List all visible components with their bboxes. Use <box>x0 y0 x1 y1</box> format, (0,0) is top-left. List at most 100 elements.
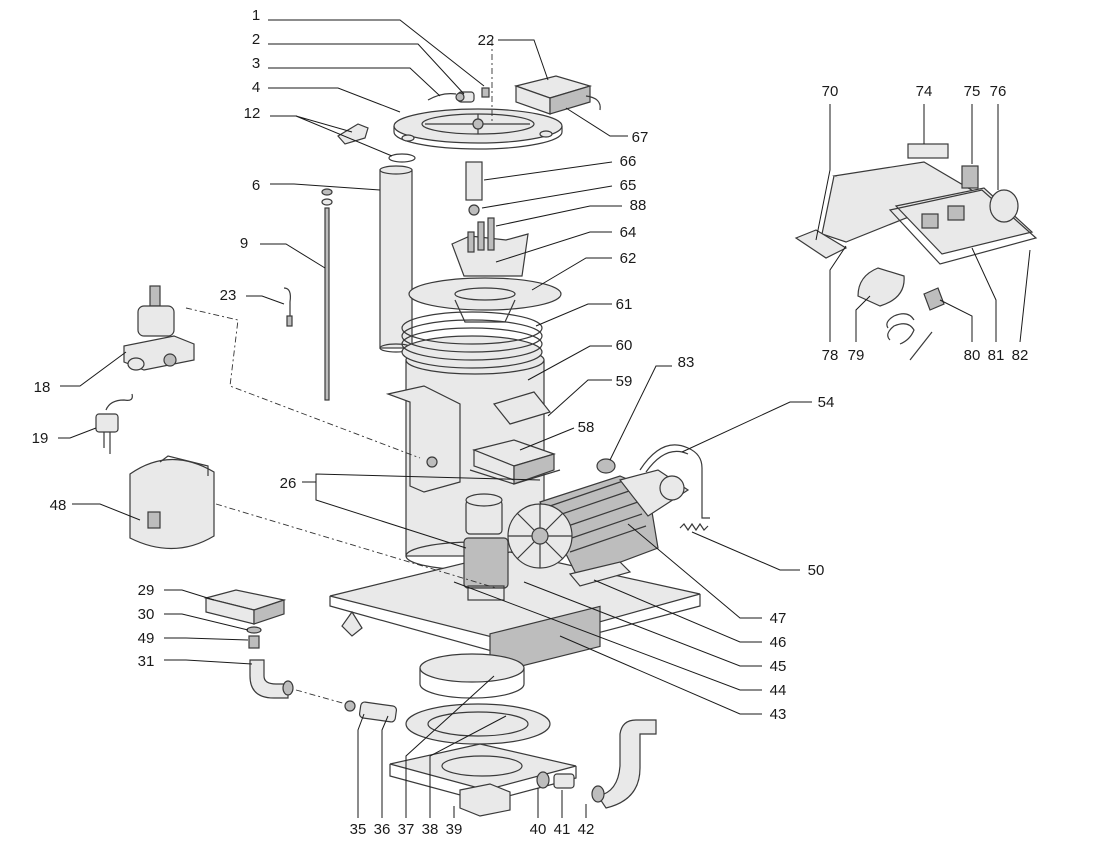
callout-37: 37 <box>398 821 415 838</box>
bracket <box>337 123 369 145</box>
callout-35: 35 <box>350 821 367 838</box>
callout-9: 9 <box>240 235 248 252</box>
flap-plate <box>492 391 552 425</box>
callout-75: 75 <box>964 83 981 100</box>
base-housing <box>389 743 577 817</box>
callout-26: 26 <box>280 475 297 492</box>
callout-39: 39 <box>446 821 463 838</box>
callout-labels: 1 2 3 4 12 6 9 23 18 19 48 26 29 30 49 3… <box>32 7 1029 838</box>
callout-49: 49 <box>138 630 155 647</box>
lower-ring <box>405 703 551 745</box>
callout-41: 41 <box>554 821 571 838</box>
gasket-ring <box>388 153 416 163</box>
callout-74: 74 <box>916 83 933 100</box>
burner-assembly <box>451 217 529 277</box>
elbow-fitting <box>455 91 475 103</box>
callout-47: 47 <box>770 610 787 627</box>
callout-70: 70 <box>822 83 839 100</box>
leader-lines <box>58 19 1031 818</box>
callout-54: 54 <box>818 394 835 411</box>
callout-58: 58 <box>578 419 595 436</box>
pipe-elbow <box>249 659 294 699</box>
o-ring <box>344 700 356 712</box>
blower-motor <box>463 493 509 601</box>
transformer <box>469 439 561 485</box>
callout-78: 78 <box>822 347 839 364</box>
callout-62: 62 <box>620 250 637 267</box>
parts-drawing <box>95 40 1038 817</box>
callout-50: 50 <box>808 562 825 579</box>
side-bracket <box>385 385 461 493</box>
dashed-route-b <box>215 503 497 589</box>
callout-81: 81 <box>988 347 1005 364</box>
washer <box>246 626 262 634</box>
nozzle <box>468 204 480 216</box>
callout-45: 45 <box>770 658 787 675</box>
electrode-sleeve <box>465 161 483 201</box>
flue-tube <box>379 165 413 353</box>
side-bolt <box>426 456 438 468</box>
callout-65: 65 <box>620 177 637 194</box>
callout-83: 83 <box>678 354 695 371</box>
cover-plate <box>393 108 563 150</box>
callout-30: 30 <box>138 606 155 623</box>
callout-59: 59 <box>616 373 633 390</box>
fitting <box>248 635 260 649</box>
adapter <box>553 773 575 789</box>
callout-43: 43 <box>770 706 787 723</box>
callout-88: 88 <box>630 197 647 214</box>
callout-29: 29 <box>138 582 155 599</box>
sensor <box>286 315 293 327</box>
callout-46: 46 <box>770 634 787 651</box>
callout-40: 40 <box>530 821 547 838</box>
switch <box>203 589 287 625</box>
callout-1: 1 <box>252 7 260 24</box>
callout-23: 23 <box>220 287 237 304</box>
control-panel-assembly <box>794 143 1038 361</box>
heat-exchanger-coils <box>401 311 543 369</box>
callout-38: 38 <box>422 821 439 838</box>
wire-bracket <box>639 444 710 519</box>
coupling <box>358 701 398 723</box>
sensor-wire <box>283 287 291 318</box>
spring <box>679 522 709 532</box>
screw <box>481 87 490 98</box>
base-plate <box>329 551 701 675</box>
heat-shield <box>129 455 215 550</box>
callout-67: 67 <box>632 129 649 146</box>
callout-76: 76 <box>990 83 1007 100</box>
callout-12: 12 <box>244 105 261 122</box>
callout-36: 36 <box>374 821 391 838</box>
pump-motor <box>507 469 690 587</box>
callout-79: 79 <box>848 347 865 364</box>
callout-64: 64 <box>620 224 637 241</box>
seal <box>536 771 550 789</box>
burner-disc <box>408 277 562 323</box>
hose-end <box>591 785 605 803</box>
callout-48: 48 <box>50 497 67 514</box>
callout-42: 42 <box>578 821 595 838</box>
callout-80: 80 <box>964 347 981 364</box>
gas-valve <box>123 285 195 371</box>
wire-bracket-inner <box>645 450 689 473</box>
callout-4: 4 <box>252 79 260 96</box>
callout-3: 3 <box>252 55 260 72</box>
nut <box>596 458 616 474</box>
rod <box>321 188 333 401</box>
wire <box>427 93 457 101</box>
control-box <box>513 75 601 115</box>
sight-ring <box>419 653 525 699</box>
callout-19: 19 <box>32 430 49 447</box>
hose-elbow <box>597 719 657 809</box>
callout-60: 60 <box>616 337 633 354</box>
callout-82: 82 <box>1012 347 1029 364</box>
callout-18: 18 <box>34 379 51 396</box>
callout-66: 66 <box>620 153 637 170</box>
callout-22: 22 <box>478 32 495 49</box>
dashed-route-a <box>185 307 421 459</box>
callout-31: 31 <box>138 653 155 670</box>
callout-6: 6 <box>252 177 260 194</box>
callout-61: 61 <box>616 296 633 313</box>
